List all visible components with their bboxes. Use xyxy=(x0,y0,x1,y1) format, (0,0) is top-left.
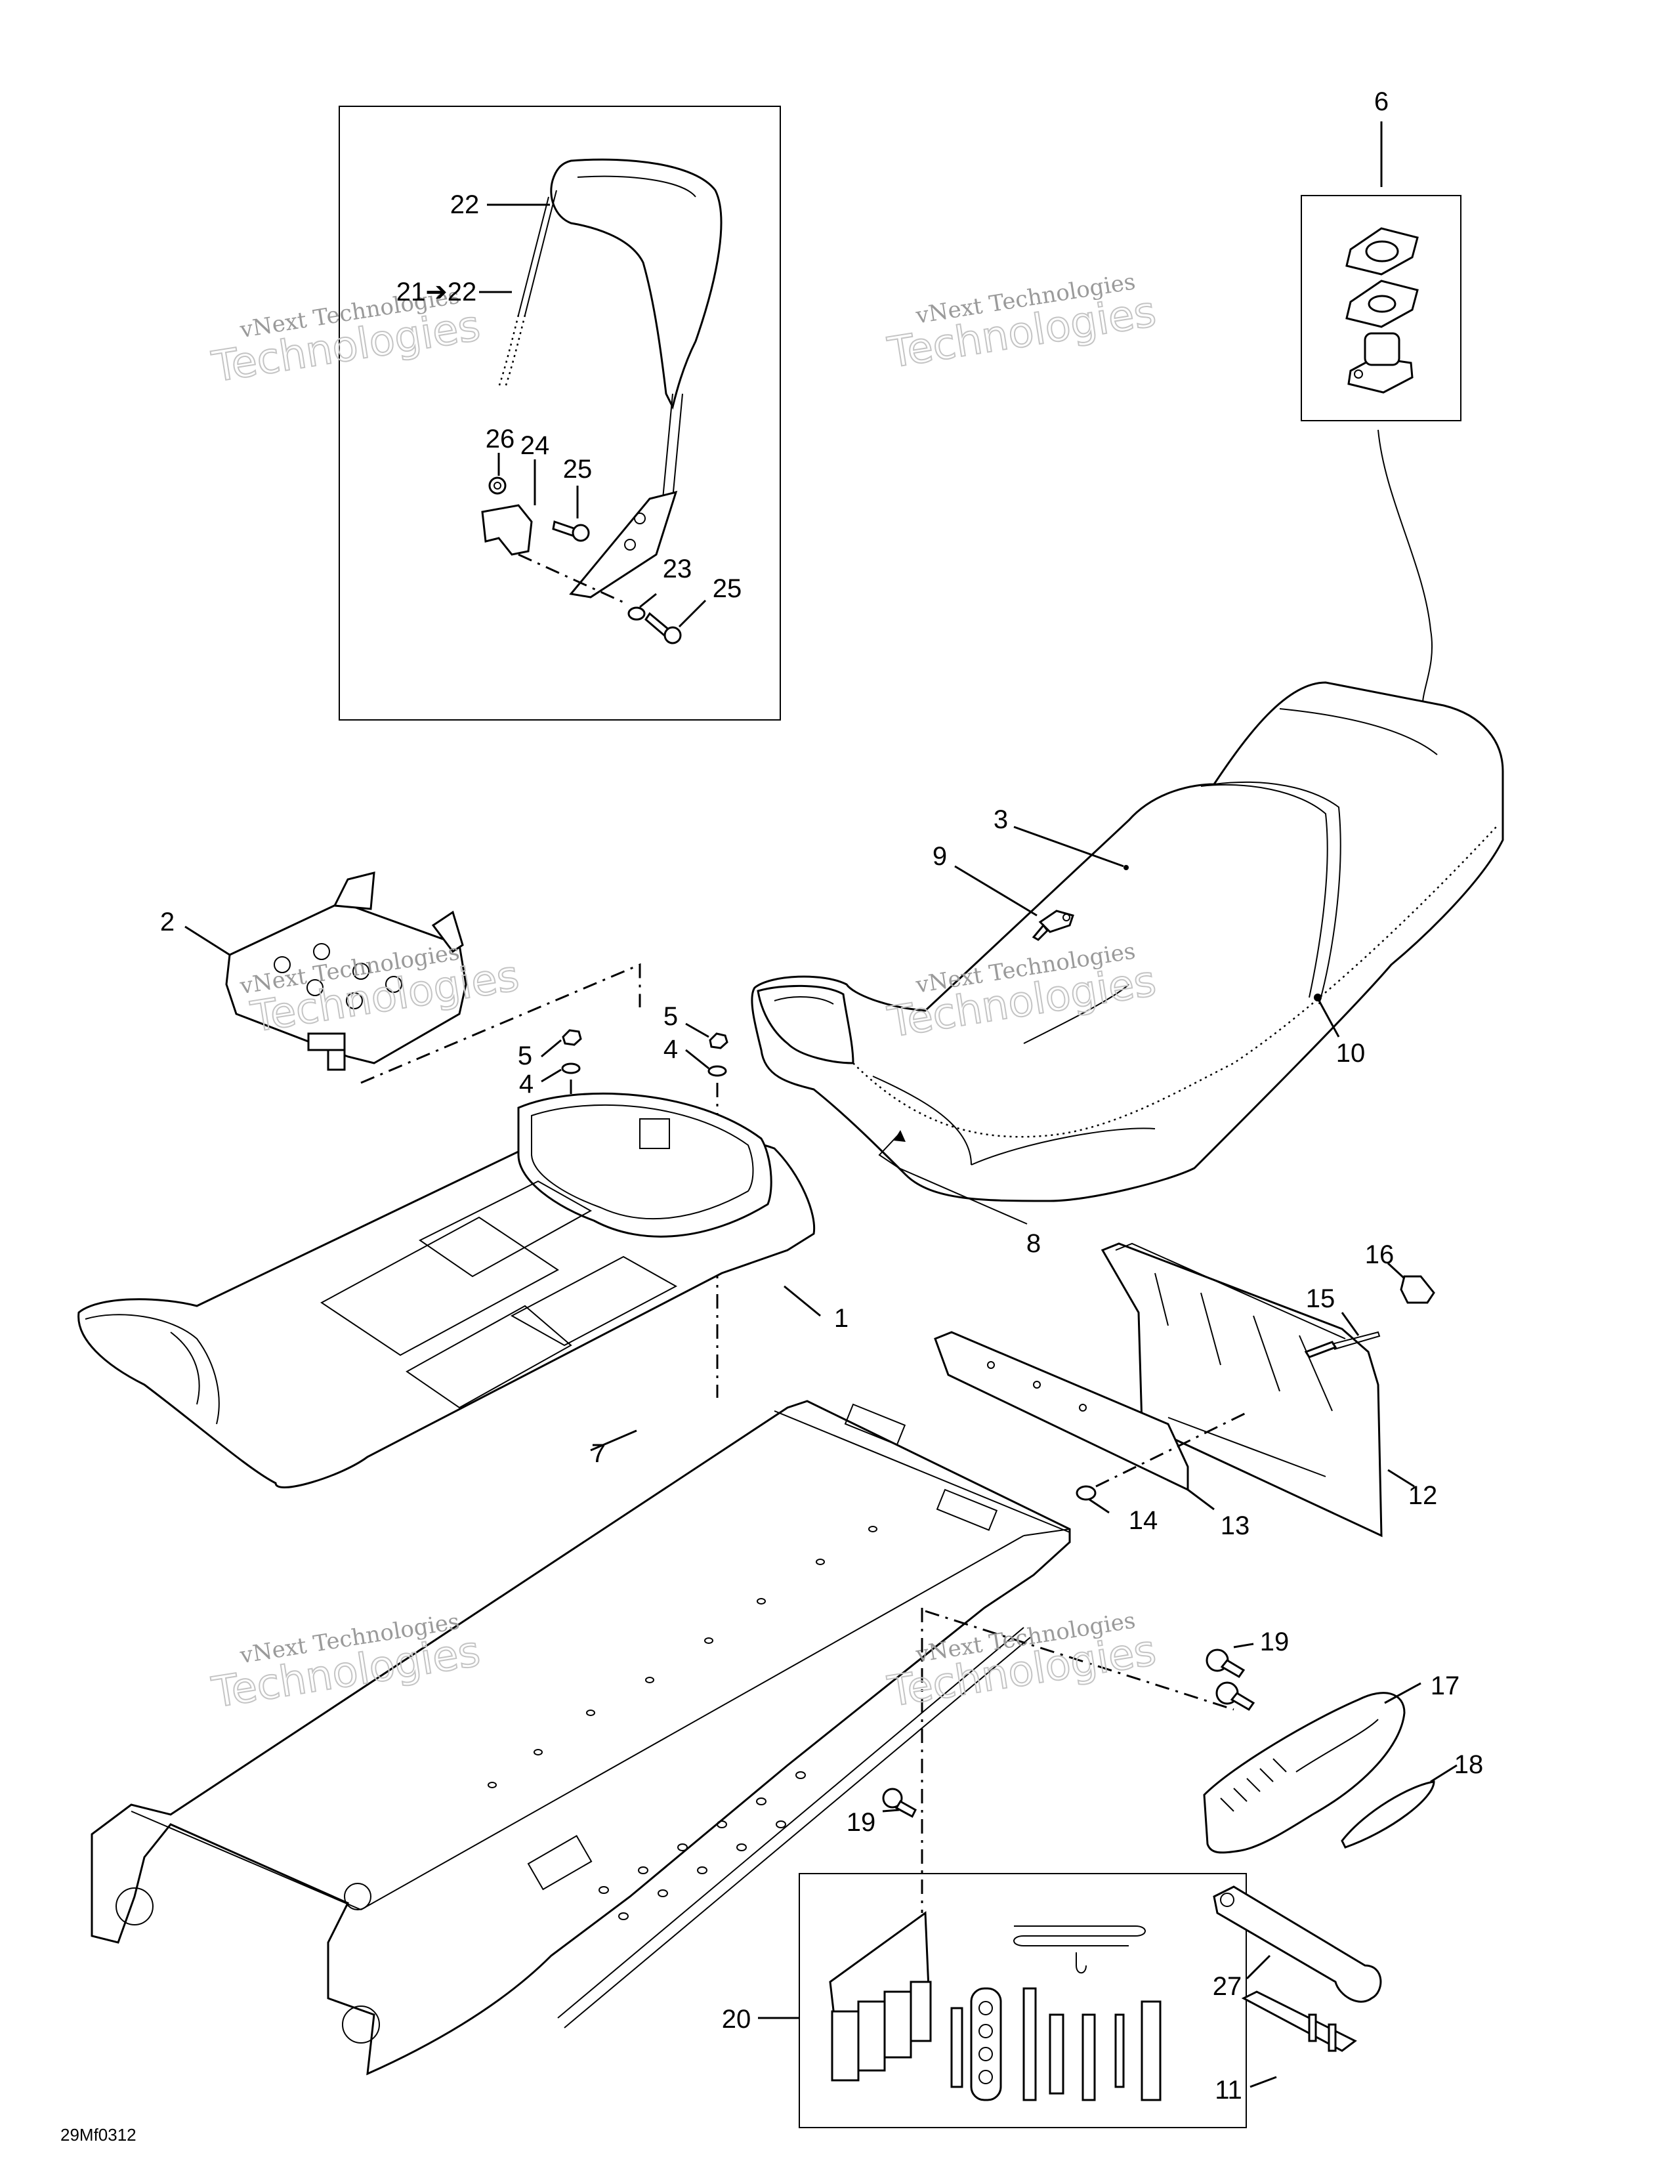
callout-25: 25 xyxy=(563,455,593,484)
callout-22: 22 xyxy=(450,190,480,219)
bracket xyxy=(184,872,641,1084)
storage-tray xyxy=(77,1092,821,1488)
callout-24: 24 xyxy=(520,431,550,460)
callout-19: 19 xyxy=(1260,1628,1290,1656)
callout-13: 13 xyxy=(1221,1511,1250,1540)
callout-15: 15 xyxy=(1306,1284,1335,1313)
callout-10: 10 xyxy=(1336,1039,1366,1068)
callout-7: 7 xyxy=(591,1439,606,1468)
callout-25: 25 xyxy=(713,574,742,603)
side-handle xyxy=(882,1643,1458,1854)
callout-4: 4 xyxy=(663,1035,678,1064)
callout-16: 16 xyxy=(1365,1240,1395,1269)
callout-3: 3 xyxy=(994,805,1008,834)
callout-12: 12 xyxy=(1408,1481,1438,1510)
callout-23: 23 xyxy=(663,555,692,583)
callout-labels: 22 21➔22 26 24 25 23 25 6 3 9 10 8 2 5 4… xyxy=(160,87,1483,2105)
callout-8: 8 xyxy=(1026,1229,1041,1258)
callout-19: 19 xyxy=(847,1808,876,1837)
seat-latch-inset xyxy=(1301,121,1461,717)
callout-4: 4 xyxy=(519,1070,534,1099)
backrest-inset xyxy=(339,106,781,721)
callout-27: 27 xyxy=(1213,1972,1242,2001)
callout-21-22: 21➔22 xyxy=(396,278,477,306)
callout-11: 11 xyxy=(1215,2076,1242,2105)
tunnel xyxy=(91,1400,1234,2076)
watermark: Technologies vNext Technologies xyxy=(884,268,1160,378)
callout-1: 1 xyxy=(834,1304,849,1333)
callout-5: 5 xyxy=(663,1002,678,1031)
callout-6: 6 xyxy=(1374,87,1389,116)
callout-2: 2 xyxy=(160,908,175,936)
callout-17: 17 xyxy=(1431,1671,1460,1700)
tool-kit xyxy=(758,1873,1247,2128)
spanner-and-bracket xyxy=(1213,1885,1382,2088)
callout-14: 14 xyxy=(1129,1506,1158,1535)
seat-assembly xyxy=(751,681,1504,1225)
snowflap xyxy=(934,1242,1435,1538)
callout-20: 20 xyxy=(722,2005,751,2034)
callout-5: 5 xyxy=(518,1041,532,1070)
callout-18: 18 xyxy=(1454,1750,1484,1779)
callout-26: 26 xyxy=(486,425,515,453)
callout-9: 9 xyxy=(933,842,947,871)
drawing-code: 29Mf0312 xyxy=(60,2125,136,2145)
